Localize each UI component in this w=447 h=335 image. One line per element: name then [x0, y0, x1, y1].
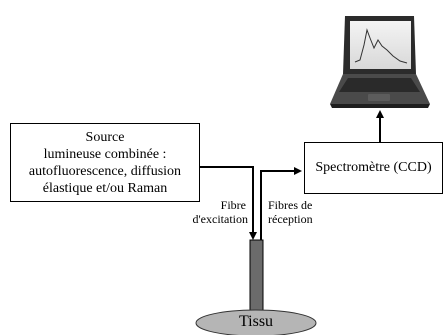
spectrometer-label: Spectromètre (CCD) [315, 160, 432, 175]
fibres-reception-line-2: réception [268, 212, 313, 226]
source-line-4: élastique et/ou Raman [42, 180, 168, 196]
fibre-excitation-line [200, 166, 257, 240]
source-line-3: autofluorescence, diffusion [28, 163, 182, 179]
laptop-spectrum-icon [330, 16, 430, 108]
source-line-2: lumineuse combinée : [43, 146, 167, 162]
fibres-reception-label: Fibres de réception [268, 198, 332, 226]
fibre-excitation-label: Fibre d'excitation [184, 198, 248, 226]
tissue-ellipse [195, 309, 317, 335]
fibres-reception-line-1: Fibres de [268, 198, 313, 212]
source-line-1: Source [85, 129, 125, 145]
spectrometer-box: Spectromètre (CCD) [304, 142, 443, 194]
tissue-label: Tissu [238, 313, 274, 330]
fibres-reception-line [260, 167, 302, 240]
fibre-excitation-line-1: Fibre [220, 198, 246, 212]
fibre-excitation-line-2: d'excitation [192, 212, 248, 226]
source-box: Source lumineuse combinée : autofluoresc… [10, 123, 200, 202]
probe [249, 239, 264, 313]
